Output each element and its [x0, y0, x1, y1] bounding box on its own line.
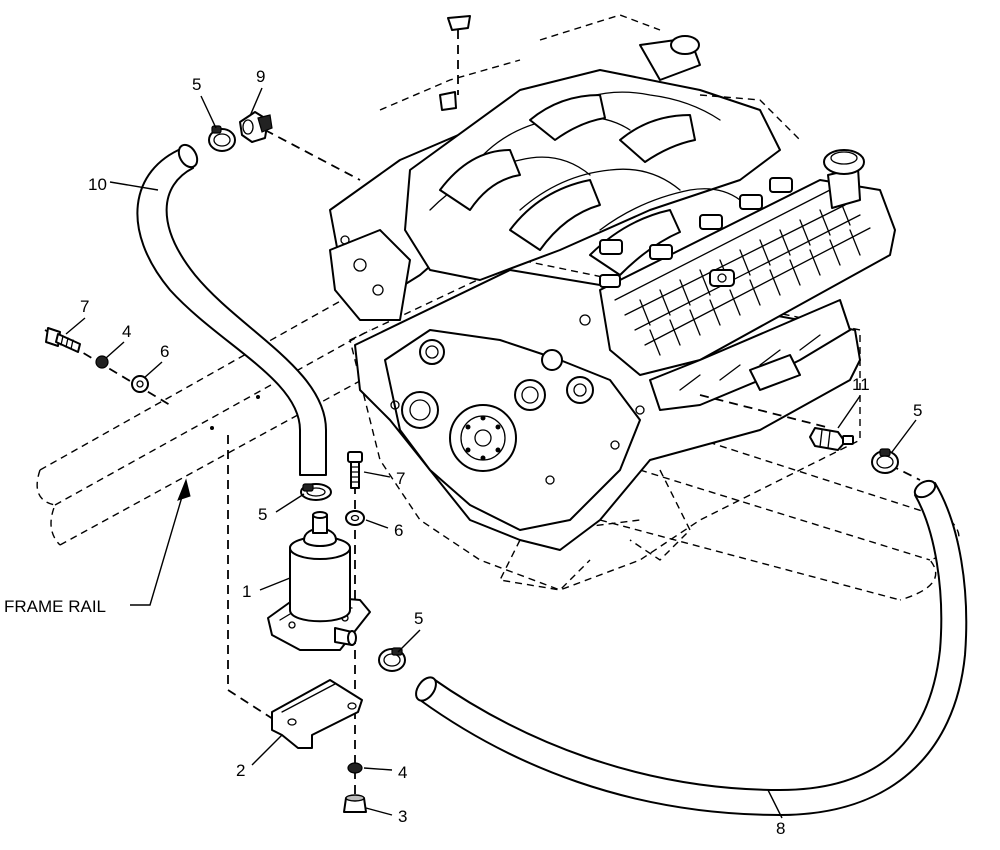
label-bracket: 2: [236, 761, 245, 780]
label-connector-fitting: 11: [852, 375, 870, 394]
clamp-right: [871, 448, 899, 474]
callout-labels: 5 9 10 7 4 6 7 6 5 1 FRAME RAIL 5 2 4 3 …: [4, 67, 922, 838]
label-elbow-fitting: 9: [256, 67, 265, 86]
label-flat-washer-filter: 6: [394, 521, 403, 540]
label-oil-separator: 1: [242, 582, 251, 601]
frame-rail-pointer: [130, 478, 191, 606]
nut-bracket: [343, 794, 367, 813]
hose-upper: [136, 143, 327, 476]
bolt-rail: [45, 327, 81, 353]
label-clamp-outlet: 5: [414, 609, 423, 628]
label-hose-lower: 8: [776, 819, 785, 838]
clamp-top: [208, 125, 236, 152]
bolt-filter: [347, 451, 363, 489]
clamp-outlet: [378, 647, 406, 672]
clamp-filter: [300, 483, 332, 501]
label-washer-bracket: 4: [398, 763, 407, 782]
label-clamp-filter: 5: [258, 505, 267, 524]
elbow-fitting: [239, 111, 273, 143]
label-bolt-rail: 7: [80, 297, 89, 316]
flat-washer-filter: [345, 510, 365, 526]
label-bolt-filter: 7: [396, 469, 405, 488]
leader-lines: [65, 87, 917, 819]
oil-separator-canister: [267, 511, 371, 651]
washer-bracket: [347, 762, 363, 774]
label-flat-washer-rail: 6: [160, 342, 169, 361]
label-clamp-right: 5: [913, 401, 922, 420]
label-frame-rail: FRAME RAIL: [4, 597, 106, 616]
engine-assembly: [329, 14, 896, 591]
mounting-bracket: [271, 679, 363, 749]
label-nut: 3: [398, 807, 407, 826]
label-washer-rail: 4: [122, 322, 131, 341]
connector-fitting: [809, 427, 854, 451]
flat-washer-rail: [131, 375, 149, 393]
label-hose-upper: 10: [88, 175, 107, 194]
hose-lower: [415, 479, 968, 816]
label-clamp-top: 5: [192, 75, 201, 94]
washer-rail: [95, 355, 109, 369]
